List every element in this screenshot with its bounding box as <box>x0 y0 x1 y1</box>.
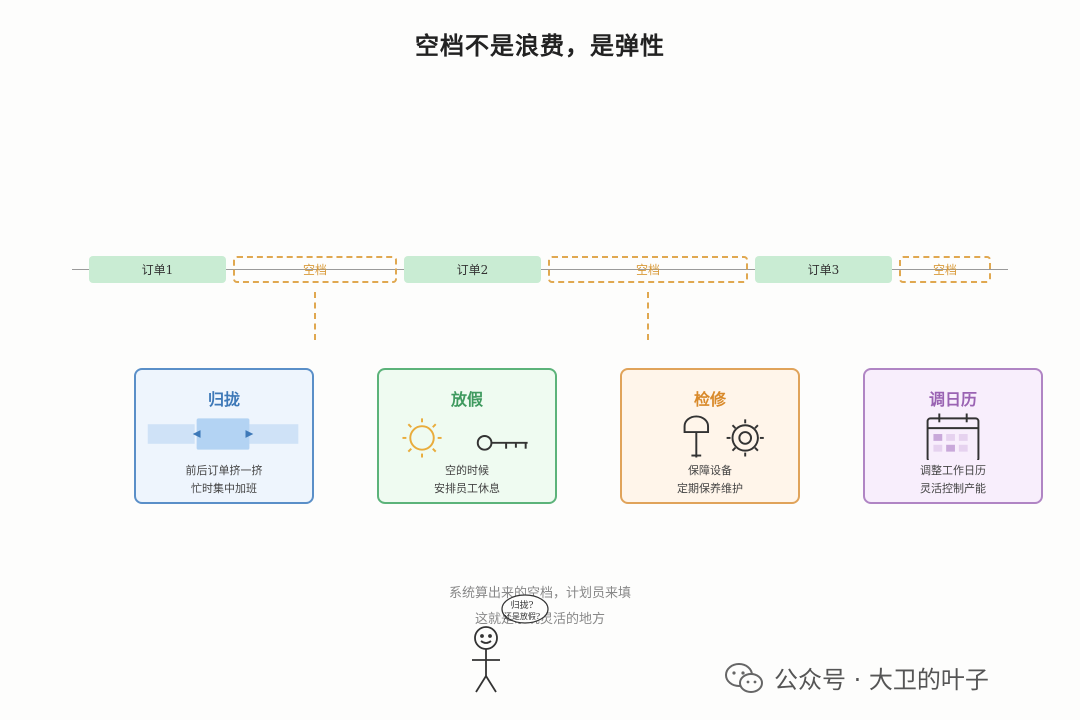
calendar-icon <box>926 413 980 460</box>
timeline-order-3: 订单3 <box>755 256 892 283</box>
card-desc-line: 忙时集中加班 <box>191 482 257 495</box>
card-holiday: 放假 空的时候 安排员工休息 <box>377 368 557 504</box>
card-desc-line: 安排员工休息 <box>434 482 500 495</box>
bubble-text-2: 还是放假? <box>504 611 540 621</box>
diagram-title: 空档不是浪费，是弹性 <box>415 31 665 60</box>
card-title: 调日历 <box>928 390 977 409</box>
card-desc: 保障设备 定期保养维护 <box>622 462 798 498</box>
card-consolidate: 归拢 前后订单挤一挤 忙时集中加班 <box>134 368 314 504</box>
watermark: 公众号 · 大卫的叶子 <box>724 660 989 695</box>
card-maintenance: 检修 保障设备 定期保养维护 <box>620 368 800 504</box>
timeline-idle-3: 空档 <box>899 256 991 283</box>
sun-key-icon <box>402 418 528 458</box>
stick-figure: 归拢? 还是放假? <box>472 594 549 693</box>
card-desc: 调整工作日历 灵活控制产能 <box>865 462 1041 498</box>
watermark-text: 公众号 · 大卫的叶子 <box>774 666 989 694</box>
idle-connector-1 <box>314 292 316 340</box>
card-desc-line: 灵活控制产能 <box>920 482 986 495</box>
timeline-order-2: 订单2 <box>404 256 541 283</box>
idle-connector-2 <box>647 292 649 340</box>
card-desc-line: 定期保养维护 <box>677 482 743 495</box>
card-desc-line: 空的时候 <box>445 464 489 477</box>
card-desc: 空的时候 安排员工休息 <box>379 462 555 498</box>
person-icon <box>472 626 500 693</box>
card-desc-line: 保障设备 <box>688 464 732 477</box>
timeline-order-1: 订单1 <box>89 256 226 283</box>
card-desc: 前后订单挤一挤 忙时集中加班 <box>136 462 312 498</box>
card-title: 放假 <box>450 390 483 409</box>
timeline-idle-1: 空档 <box>233 256 397 283</box>
timeline-idle-2: 空档 <box>548 256 748 283</box>
card-desc-line: 前后订单挤一挤 <box>185 464 263 477</box>
squeeze-arrows-icon <box>147 418 299 450</box>
wechat-icon <box>725 662 763 693</box>
thought-bubble <box>501 594 549 624</box>
bubble-text-1: 归拢? <box>511 599 534 611</box>
card-title: 归拢 <box>207 390 240 409</box>
card-title: 检修 <box>693 390 726 409</box>
note-line-1: 系统算出来的空档，计划员来填 <box>448 586 631 601</box>
wrench-gear-icon <box>683 415 764 458</box>
card-calendar: 调日历 调整工作日历 灵活控制产能 <box>863 368 1043 504</box>
card-desc-line: 调整工作日历 <box>920 464 986 477</box>
